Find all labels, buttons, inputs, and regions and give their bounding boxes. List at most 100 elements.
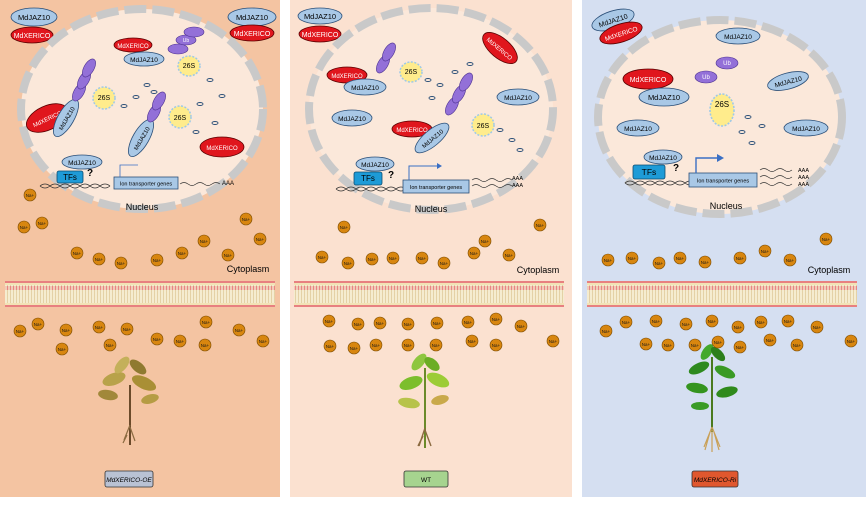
na-ion-icon: Na+ [150, 332, 164, 346]
na-ion-label: Na+ [318, 255, 327, 260]
polya-label: AAA [798, 182, 809, 188]
na-ion-icon: Na+ [661, 338, 675, 352]
na-ion-label: Na+ [822, 237, 831, 242]
mrna-strand [471, 178, 513, 182]
jaz-protein [331, 109, 373, 127]
jaz-label: MdJAZ10 [504, 95, 532, 102]
na-ion-label: Na+ [389, 256, 398, 261]
na-ion-label: Na+ [549, 339, 558, 344]
gene-box [402, 179, 470, 194]
na-ion-label: Na+ [492, 317, 501, 322]
na-ion-label: Na+ [153, 337, 162, 342]
na-ion-icon: Na+ [790, 338, 804, 352]
na-ion-label: Na+ [622, 320, 631, 325]
na-ion-label: Na+ [468, 339, 477, 344]
na-ion-label: Na+ [38, 221, 47, 226]
na-ion-label: Na+ [628, 256, 637, 261]
jaz-label: MdJAZ10 [68, 160, 96, 167]
mrna-strand [179, 182, 221, 186]
polya-label: AAA [798, 168, 809, 174]
na-ion-label: Na+ [176, 339, 185, 344]
cytoplasm-label: Cytoplasm [227, 264, 270, 274]
na-ion-label: Na+ [235, 328, 244, 333]
proteasome-icon [92, 86, 116, 110]
na-ion-icon: Na+ [92, 320, 106, 334]
na-ion-icon: Na+ [844, 334, 858, 348]
jaz-label: MdJAZ10 [624, 126, 652, 133]
jaz-protein [715, 27, 761, 45]
nucleus-label: Nucleus [415, 204, 448, 214]
na-ion-icon: Na+ [120, 322, 134, 336]
jaz-label: MdJAZ10 [648, 93, 680, 102]
na-ion-label: Na+ [784, 319, 793, 324]
question-mark: ? [87, 168, 93, 179]
na-ion-icon: Na+ [711, 335, 725, 349]
na-ion-icon: Na+ [59, 323, 73, 337]
xerico-label: MdXERICO [630, 77, 667, 84]
na-ion-icon: Na+ [601, 253, 615, 267]
na-ion-label: Na+ [604, 258, 613, 263]
na-ion-icon: Na+ [619, 315, 633, 329]
na-ion-label: Na+ [95, 257, 104, 262]
gene-box [113, 176, 179, 190]
na-ions-layer: Na+ Na+ Na+ Na+ Na+ Na+ Na+ Na+ Na+ Na+ Na+ Na+ Na+ N… [13, 188, 858, 356]
arrow-icon [695, 157, 717, 173]
cytoplasm-label: Cytoplasm [517, 265, 560, 275]
na-ion-label: Na+ [368, 257, 377, 262]
na-ion-icon: Na+ [673, 251, 687, 265]
gene-label: Ion transporter genes [120, 182, 173, 188]
jaz-protein [496, 88, 540, 106]
jaz-protein [616, 119, 660, 137]
na-ion-label: Na+ [664, 343, 673, 348]
xerico-protein [599, 21, 643, 45]
xerico-protein [199, 136, 245, 158]
ub-tag [152, 91, 166, 111]
jaz-label: MdJAZ10 [338, 116, 366, 123]
na-ion-label: Na+ [691, 343, 700, 348]
na-ion-icon: Na+ [754, 315, 768, 329]
na-ion-icon: Na+ [461, 315, 475, 329]
na-ion-label: Na+ [326, 344, 335, 349]
proteasome-label: 26S [183, 63, 196, 70]
na-ion-icon: Na+ [489, 338, 503, 352]
na-ion-icon: Na+ [733, 340, 747, 354]
na-ion-label: Na+ [344, 261, 353, 266]
jaz-label: MdJAZ10 [361, 162, 389, 169]
na-ion-icon: Na+ [17, 220, 31, 234]
proteasome-icon [168, 105, 192, 129]
genotype-badge [691, 470, 739, 488]
na-ion-icon: Na+ [437, 256, 451, 270]
na-ion-icon: Na+ [114, 256, 128, 270]
polya-label: AAA [222, 181, 234, 187]
na-ion-icon: Na+ [625, 251, 639, 265]
genotype-label: WT [421, 477, 431, 484]
na-ion-label: Na+ [58, 347, 67, 352]
na-ion-label: Na+ [123, 327, 132, 332]
na-ion-label: Na+ [26, 193, 35, 198]
na-ion-label: Na+ [813, 325, 822, 330]
dna-icon [39, 183, 111, 189]
na-ion-label: Na+ [536, 223, 545, 228]
na-ion-icon: Na+ [232, 323, 246, 337]
na-ion-label: Na+ [736, 345, 745, 350]
arrow-head [717, 154, 724, 162]
na-ion-icon: Na+ [478, 234, 492, 248]
na-ion-icon: Na+ [467, 246, 481, 260]
genotype-badge [403, 470, 449, 488]
na-ion-label: Na+ [642, 342, 651, 347]
na-ion-icon: Na+ [92, 252, 106, 266]
na-ion-label: Na+ [418, 256, 427, 261]
proteasome-icon [177, 55, 201, 77]
genotype-badge [104, 470, 154, 488]
proteasome-label: 26S [174, 115, 187, 122]
na-ion-label: Na+ [340, 225, 349, 230]
na-ion-icon: Na+ [173, 334, 187, 348]
ub-label: Ub [702, 75, 710, 81]
tf-box [56, 170, 84, 184]
cell-membrane [5, 281, 275, 307]
na-ion-label: Na+ [20, 225, 29, 230]
na-ion-icon: Na+ [337, 220, 351, 234]
jaz-label: MdJAZ10 [724, 34, 752, 41]
na-ion-icon: Na+ [781, 314, 795, 328]
xerico-label: MdXERICO [331, 74, 363, 80]
